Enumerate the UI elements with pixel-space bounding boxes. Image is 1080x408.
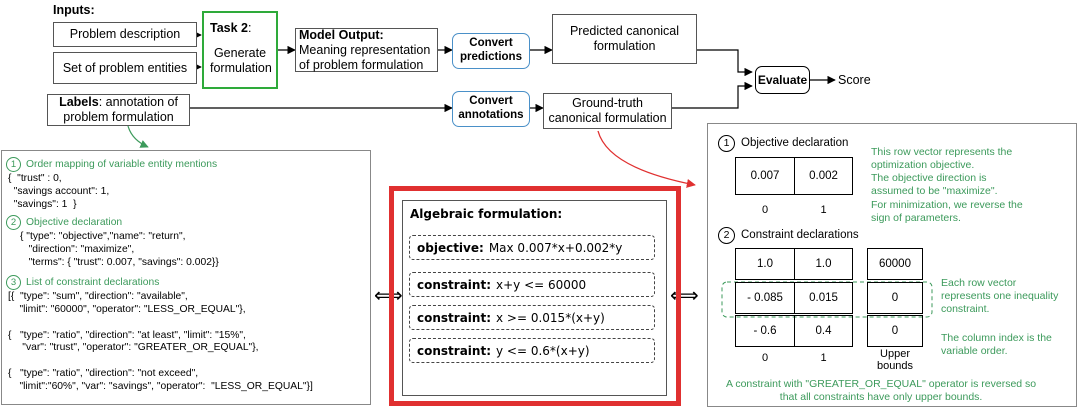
constraint-cell-1-2: 0 (867, 282, 923, 314)
convert-annotations-button: Convert annotations (452, 91, 530, 127)
objective-index-1: 1 (820, 204, 827, 216)
task-body: Generate formulation (210, 46, 272, 75)
objective-index-0: 0 (761, 204, 769, 216)
problem-description-box: Problem description (53, 22, 197, 47)
score-label: Score (838, 73, 871, 87)
objective-cell-1: 0.002 (794, 157, 853, 195)
labels-box: Labels: annotation of problem formulatio… (47, 94, 190, 126)
constraint-cell-2-0: - 0.6 (735, 315, 795, 347)
constraint-cell-1-1: 0.015 (794, 282, 853, 314)
objective-cell-0: 0.007 (735, 157, 795, 195)
problem-entities-box: Set of problem entities (53, 52, 197, 84)
constraint-cell-0-0: 1.0 (735, 248, 795, 280)
task-title: Task 2 (210, 21, 248, 35)
constraint-cell-0-2: 60000 (867, 248, 923, 280)
objective-row: objective:Max 0.007*x+0.002*y (409, 235, 655, 260)
algebraic-highlight-frame (389, 186, 681, 406)
inputs-label: Inputs: (53, 3, 95, 17)
objective-note: This row vector represents the optimizat… (871, 146, 1023, 224)
constraint-row-3: constraint:y <= 0.6*(x+y) (409, 338, 655, 363)
constraint-cell-0-1: 1.0 (794, 248, 853, 280)
mapping-code: { "trust" : 0, "savings account": 1, "sa… (8, 173, 110, 210)
constraint-row-2: constraint:x >= 0.015*(x+y) (409, 305, 655, 330)
constraint-index-1: 1 (820, 352, 827, 364)
constraint-row-1: constraint:x+y <= 60000 (409, 272, 655, 297)
equivalence-left-icon: ⟺ (374, 283, 403, 307)
constraint-cell-2-1: 0.4 (794, 315, 853, 347)
equivalence-right-icon: ⟺ (670, 283, 699, 307)
task-colon: : (248, 21, 252, 35)
model-output-title: Model Output: (299, 27, 384, 42)
convert-predictions-button: Convert predictions (452, 33, 530, 69)
constraint-cell-1-0: - 0.085 (735, 282, 795, 314)
labels-text: : annotation of problem formulation (63, 95, 178, 124)
objective-code: { "type": "objective","name": "return", … (20, 231, 219, 268)
reversal-note: A constraint with "GREATER_OR_EQUAL" ope… (726, 378, 1037, 404)
model-output-body: Meaning representation of problem formul… (299, 42, 431, 72)
task-box: Task 2: Generate formulation (202, 11, 278, 89)
constraint-index-0: 0 (761, 352, 769, 364)
constraint-cell-2-2: 0 (867, 315, 923, 347)
ground-truth-formulation-box: Ground-truth canonical formulation (543, 93, 672, 129)
column-index-note: The column index is the variable order. (941, 332, 1052, 358)
algebraic-title: Algebraic formulation: (410, 207, 563, 221)
constraint-row-note: Each row vector represents one inequalit… (941, 277, 1059, 316)
predicted-formulation-box: Predicted canonical formulation (552, 14, 697, 64)
algebraic-formulation-box: Algebraic formulation: objective:Max 0.0… (402, 200, 667, 396)
upper-bounds-label: Upper bounds (876, 348, 914, 373)
labels-prefix: Labels (59, 95, 99, 109)
evaluate-box: Evaluate (755, 66, 810, 94)
model-output-box: Model Output: Meaning representation of … (295, 28, 438, 72)
constraints-code: [{ "type": "sum", "direction": "availabl… (8, 291, 313, 393)
